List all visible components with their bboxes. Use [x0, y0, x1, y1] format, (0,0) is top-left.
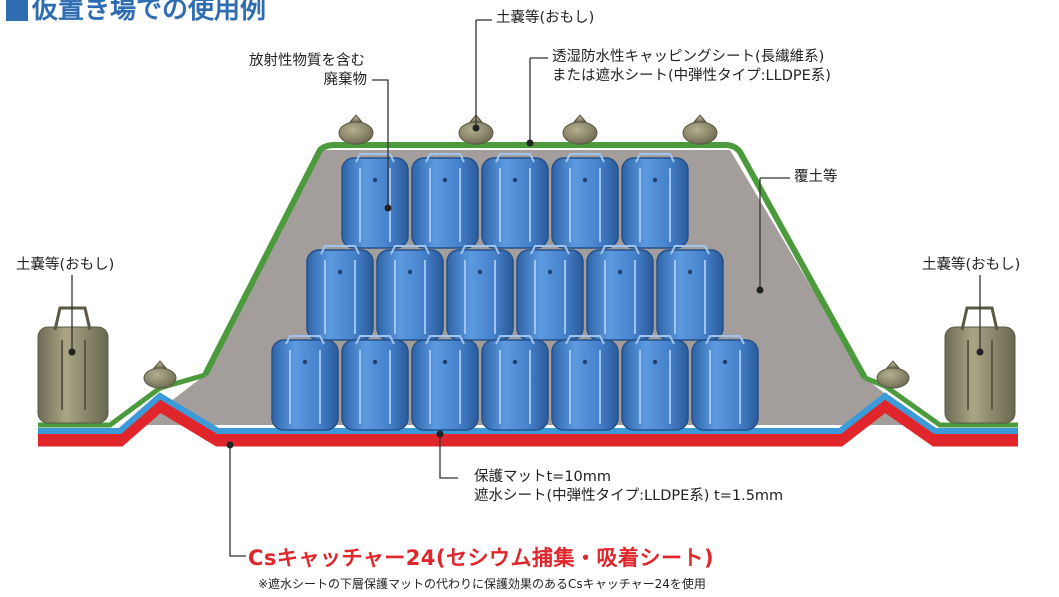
waste-bag [516, 245, 584, 341]
waste-bags [271, 153, 759, 431]
waste-bag [481, 335, 549, 431]
top-sandbags [143, 114, 910, 389]
label-sandbag-left: 土嚢等(おもし) [16, 257, 115, 273]
label-cs-catcher: Csキャッチャー24(セシウム捕集・吸着シート) [248, 546, 715, 570]
side-weight-bag-right [944, 306, 1016, 424]
waste-bag [551, 153, 619, 249]
label-cap-sheet-2: または遮水シート(中弾性タイプ:LLDPE系) [552, 68, 831, 84]
label-cap-sheet-1: 透湿防水性キャッピングシート(長繊維系) [552, 49, 825, 65]
waste-bag [691, 335, 759, 431]
sandbag-icon [143, 360, 177, 389]
waste-bag [376, 245, 444, 341]
protective-mat [38, 392, 1018, 434]
label-sandbag-top: 土嚢等(おもし) [496, 10, 595, 26]
leader-dots [68, 124, 984, 449]
waste-bag [341, 153, 409, 249]
cs-catcher-sheet [38, 396, 1018, 447]
sandbag-icon [338, 114, 374, 145]
footnote: ※遮水シートの下層保護マットの代わりに保護効果のあるCsキャッチャー24を使用 [258, 577, 706, 591]
waste-bag [621, 335, 689, 431]
base-layers [38, 372, 1018, 447]
waste-bag [656, 245, 724, 341]
label-sandbag-right: 土嚢等(おもし) [922, 257, 1021, 273]
waste-bag [411, 335, 479, 431]
waste-bag [341, 335, 409, 431]
waste-bag [306, 245, 374, 341]
waste-bag [621, 153, 689, 249]
waste-bag [271, 335, 339, 431]
label-waste-2: 廃棄物 [323, 72, 368, 88]
label-cover-soil: 覆土等 [794, 169, 838, 185]
leader-lines [71, 19, 981, 557]
sandbag-icon [682, 114, 718, 145]
label-waste-1: 放射性物質を含む [249, 53, 365, 69]
sandbag-icon [562, 114, 598, 145]
title-square-icon [6, 0, 28, 21]
diagram-title: 仮置き場での使用例 [6, 0, 266, 30]
side-weight-bag-left [37, 306, 109, 424]
waste-bag [481, 153, 549, 249]
label-mat-2: 遮水シート(中弾性タイプ:LLDPE系) t=1.5mm [474, 488, 784, 504]
waste-bag [411, 153, 479, 249]
sandbag-icon [876, 360, 910, 389]
label-mat-1: 保護マットt=10mm [474, 469, 612, 485]
waste-bag [446, 245, 514, 341]
green-base-right [864, 375, 1018, 428]
waste-bag [551, 335, 619, 431]
green-base-left [38, 372, 206, 428]
waste-bag [586, 245, 654, 341]
